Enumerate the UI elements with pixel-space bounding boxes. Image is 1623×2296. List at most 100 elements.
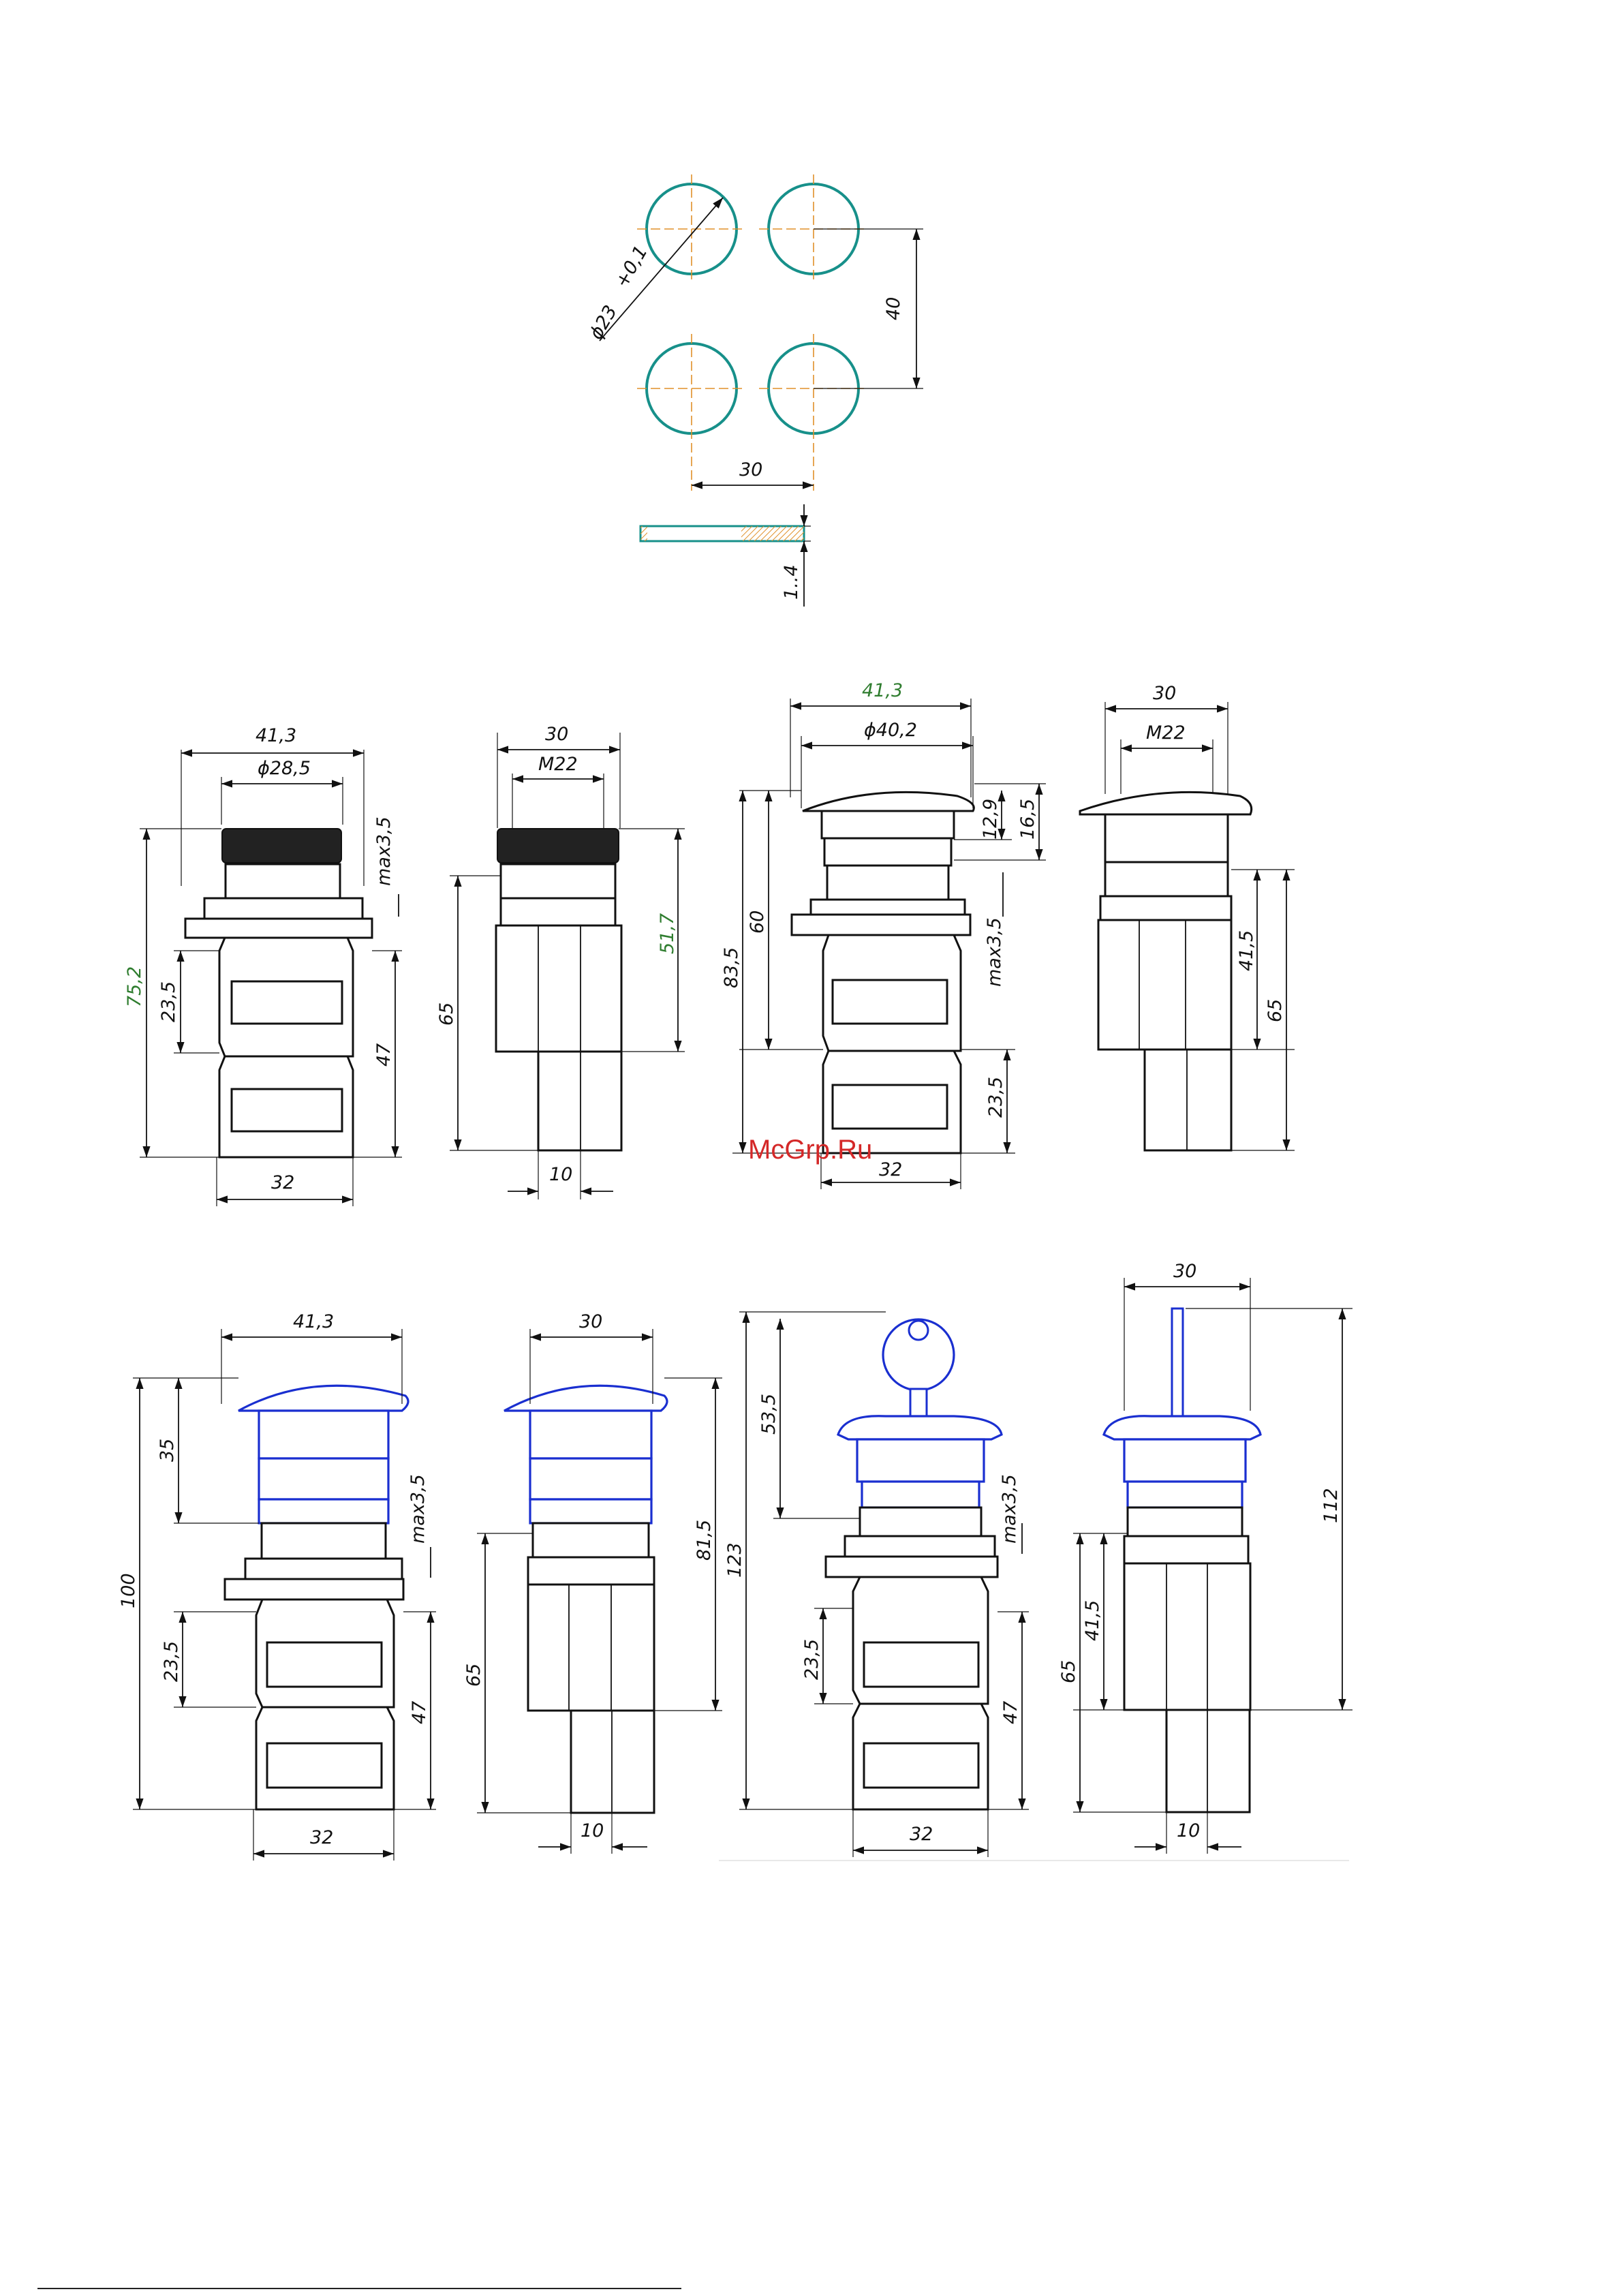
flat-button-side-view: 30 M22 51,7 65 10 <box>436 724 685 1199</box>
dim-b: 16,5 <box>1017 799 1038 840</box>
contact-stack-lower <box>1166 1710 1250 1812</box>
dim-upper-block: 23,5 <box>801 1639 822 1680</box>
dim-width: 30 <box>579 1311 602 1332</box>
dim-total-height: 112 <box>1320 1488 1342 1523</box>
dim-contact-width: 10 <box>549 1164 572 1185</box>
mounting-collar <box>204 898 362 919</box>
dim-a: 41,5 <box>1236 930 1257 971</box>
dim-max-plate: max3,5 <box>999 1474 1020 1544</box>
dim-block-height: 65 <box>436 1002 457 1026</box>
dim-base-width: 32 <box>310 1827 333 1848</box>
dim-base-width: 32 <box>910 1824 933 1845</box>
contact-stack-lower <box>538 1052 621 1150</box>
dim-thread: M22 <box>1146 722 1186 744</box>
dim-width: 41,3 <box>256 725 296 746</box>
dim-total-height: 75,2 <box>124 966 145 1007</box>
cap-stem <box>1105 814 1228 862</box>
panel-cutout-diagram: ϕ23 +0,1 40 30 1..4 <box>585 174 923 607</box>
dim-total-height: 83,5 <box>721 947 742 988</box>
mushroom-button-front-view: 41,3 ϕ40,2 12,9 16,5 max3,5 60 83,5 23,5… <box>721 680 1046 1189</box>
emergency-cap <box>504 1386 667 1411</box>
dim-cap-diameter: ϕ40,2 <box>864 720 917 741</box>
key-blade <box>1172 1308 1183 1416</box>
cap-ring <box>1128 1482 1242 1507</box>
dim-thread: M22 <box>538 754 578 775</box>
contact-stack-upper <box>528 1585 654 1711</box>
thread-collar <box>1100 896 1231 920</box>
cap-ring <box>824 838 951 866</box>
cap-base <box>259 1499 388 1523</box>
mounting-bracket <box>792 915 970 935</box>
dim-width: 41,3 <box>862 680 903 701</box>
dim-width: 30 <box>545 724 568 745</box>
contact-window <box>232 981 342 1024</box>
mounting-bracket <box>225 1579 403 1599</box>
cap-ring <box>530 1458 651 1499</box>
cap-ring <box>259 1458 388 1499</box>
contact-stack-upper <box>1098 920 1231 1050</box>
dim-blocks-height: 47 <box>1000 1701 1021 1724</box>
dim-c: 60 <box>747 910 768 934</box>
dim-total-height: 81,5 <box>694 1520 715 1561</box>
key-cap <box>1104 1416 1261 1439</box>
mounting-bracket <box>826 1557 998 1577</box>
dim-lower-block: 23,5 <box>985 1077 1006 1118</box>
dim-upper-block: 23,5 <box>158 981 179 1022</box>
contact-window <box>267 1642 382 1687</box>
dim-base-width: 32 <box>271 1172 294 1193</box>
dim-b: 65 <box>1265 999 1286 1022</box>
contact-stack-upper <box>1124 1563 1250 1710</box>
bezel-ring <box>501 864 615 898</box>
button-cap <box>222 829 341 863</box>
cap-stem <box>822 811 954 838</box>
horizontal-pitch-label: 30 <box>739 459 762 480</box>
mushroom-cap <box>1080 792 1252 814</box>
dim-width: 30 <box>1153 683 1176 704</box>
hole-tolerance-label: +0,1 <box>611 242 652 291</box>
dim-blocks-height: 47 <box>373 1043 395 1067</box>
dim-contact-width: 10 <box>1177 1820 1200 1841</box>
dim-total-height: 100 <box>118 1573 139 1608</box>
emergency-cap <box>238 1386 408 1411</box>
dim-width: 30 <box>1173 1261 1196 1282</box>
emergency-button-side-view: 30 81,5 65 10 <box>463 1311 722 1854</box>
bezel-ring <box>1105 862 1228 896</box>
dim-max-plate: max3,5 <box>373 816 395 886</box>
cap-ring <box>862 1482 979 1507</box>
dim-key-height: 53,5 <box>758 1394 779 1435</box>
thread-collar <box>528 1557 654 1585</box>
mushroom-button-side-view: 30 M22 41,5 65 <box>1080 683 1295 1150</box>
emergency-button-front-view: 41,3 35 100 23,5 47 max3,5 32 <box>118 1311 436 1861</box>
vertical-pitch-label: 40 <box>883 297 904 320</box>
centerlines <box>637 174 868 491</box>
bezel-ring <box>262 1523 386 1559</box>
bezel-ring <box>827 866 948 900</box>
thread-collar <box>1124 1536 1248 1563</box>
dim-width: 41,3 <box>293 1311 334 1332</box>
bezel-ring <box>533 1523 649 1557</box>
key-cap <box>838 1416 1002 1439</box>
dim-total-height: 123 <box>724 1542 745 1578</box>
dim-a: 12,9 <box>980 799 1001 840</box>
bezel-ring <box>860 1507 981 1536</box>
plate-thickness-label: 1..4 <box>781 564 802 600</box>
watermark-text: McGrp.Ru <box>748 1135 872 1165</box>
bezel-ring <box>226 864 340 898</box>
plate-section: 1..4 <box>640 504 811 607</box>
dim-max-plate: max3,5 <box>407 1474 429 1544</box>
cap-base <box>530 1499 651 1523</box>
contact-window <box>833 1085 947 1129</box>
contact-stack-upper <box>496 925 621 1052</box>
contact-window <box>267 1743 382 1788</box>
cap-body <box>259 1411 388 1458</box>
contact-stack-lower <box>571 1711 654 1813</box>
bezel-ring <box>1128 1507 1242 1536</box>
mounting-bracket <box>185 919 372 938</box>
key-switch-side-view: 30 112 41,5 65 10 <box>1058 1261 1352 1854</box>
mushroom-cap <box>803 792 974 811</box>
dim-total-height: 51,7 <box>657 913 678 954</box>
dim-upper-block: 23,5 <box>161 1641 182 1682</box>
dim-a: 41,5 <box>1082 1600 1103 1641</box>
cap-body <box>1124 1439 1246 1482</box>
